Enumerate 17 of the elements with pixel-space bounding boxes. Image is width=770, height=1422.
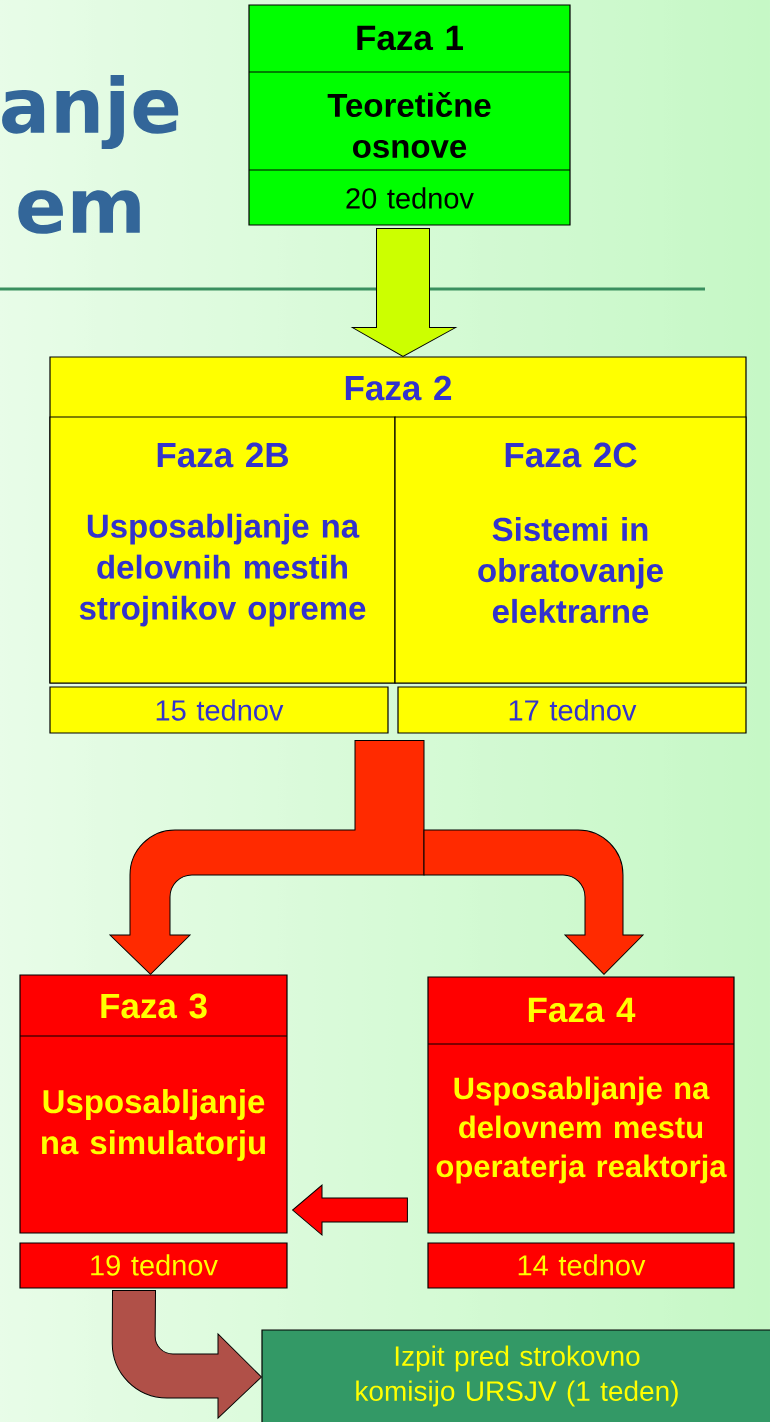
phase-box: Faza 4 Usposabljanje na delovnem mestu operaterja reaktorja [427,976,735,1234]
title-text: em [18,190,140,234]
curved-arrow [423,829,644,975]
duration-box: 19 tednov [19,1242,288,1289]
block-arrow [352,228,456,357]
phase-box: Faza 2B Usposabljanje na delovnih mestih strojnikov opreme [49,416,396,684]
duration-box: 17 tednov [397,686,747,734]
block-arrow [292,1184,408,1236]
duration-box: 15 tednov [49,686,389,734]
title-text: anje [2,74,179,150]
duration-box: 14 tednov [427,1242,735,1289]
bent-arrow [111,1290,262,1419]
phase-box: Faza 3 Usposabljanje na simulatorju [19,974,288,1234]
curved-arrow [109,740,425,975]
exam-box: Izpit pred strokovno komisijo URSJV (1 teden) [261,1329,770,1422]
phase-box: Faza 1 Teoretične osnove 20 tednov [248,4,571,226]
phase-box: Faza 2C Sistemi in obratovanje elektrarne [394,416,747,684]
